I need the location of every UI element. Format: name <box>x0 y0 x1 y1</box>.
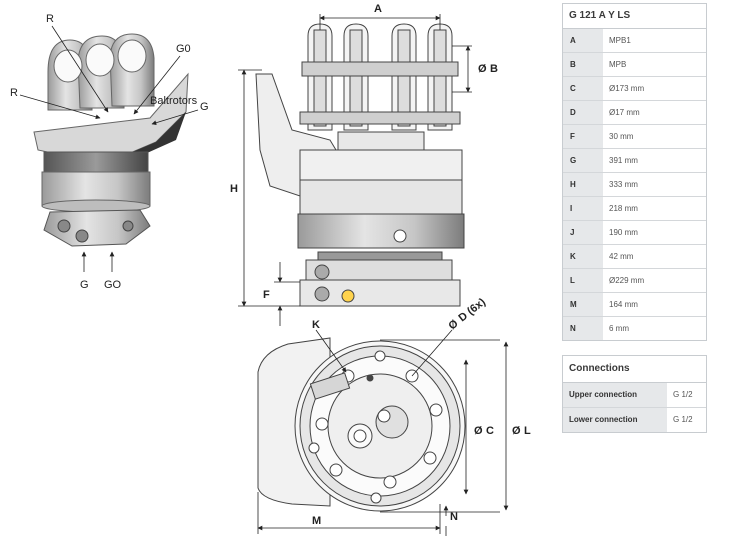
connections-title: Connections <box>563 356 706 383</box>
dim-label-m: M <box>312 515 321 527</box>
dim-label-b: B <box>490 63 498 75</box>
dim-symbol-c: Ø <box>474 425 483 437</box>
spec-key: A <box>563 29 603 52</box>
spec-table: G 121 A Y LS A MPB1 B MPB C Ø173 mm D Ø17 mm… <box>562 3 707 341</box>
spec-value: 218 mm <box>609 204 638 213</box>
spec-row: H 333 mm <box>563 173 706 197</box>
dim-label-n: N <box>450 511 458 523</box>
spec-row: G 391 mm <box>563 149 706 173</box>
connection-key: Upper connection <box>563 383 667 407</box>
spec-value: 42 mm <box>609 252 634 261</box>
spec-value: 30 mm <box>609 132 634 141</box>
bottom-view <box>257 337 466 512</box>
dim-label-d: D (6x) <box>456 296 488 324</box>
iso-base <box>43 209 151 247</box>
iso-label-g0: G0 <box>176 43 191 55</box>
iso-label-r-left: R <box>10 87 18 99</box>
connection-value: G 1/2 <box>673 415 693 424</box>
dim-symbol-d: Ø <box>446 317 460 332</box>
dim-symbol-b: Ø <box>478 63 487 75</box>
spec-key: N <box>563 317 603 340</box>
dim-label-f: F <box>263 289 270 301</box>
side-view <box>255 23 465 307</box>
spec-row: A MPB1 <box>563 29 706 53</box>
connections-row: Upper connection G 1/2 <box>563 383 706 408</box>
spec-row: L Ø229 mm <box>563 269 706 293</box>
isometric-view: Baltrotors R G0 R G G GO <box>10 13 209 291</box>
dim-label-k: K <box>312 319 320 331</box>
spec-value: 164 mm <box>609 300 638 309</box>
spec-key: L <box>563 269 603 292</box>
spec-value: MPB1 <box>609 36 631 45</box>
spec-value: 6 mm <box>609 324 629 333</box>
connections-table: Connections Upper connection G 1/2 Lower … <box>562 355 707 433</box>
spec-value: Ø229 mm <box>609 276 645 285</box>
spec-value: 190 mm <box>609 228 638 237</box>
connection-value: G 1/2 <box>673 390 693 399</box>
spec-row: I 218 mm <box>563 197 706 221</box>
spec-row: M 164 mm <box>563 293 706 317</box>
side-dimensions <box>238 14 472 326</box>
iso-clevis <box>47 33 155 111</box>
spec-key: M <box>563 293 603 316</box>
iso-label-g-right: G <box>200 101 209 113</box>
dim-label-l: L <box>524 425 531 437</box>
spec-row: B MPB <box>563 53 706 77</box>
spec-key: I <box>563 197 603 220</box>
spec-row: K 42 mm <box>563 245 706 269</box>
spec-key: H <box>563 173 603 196</box>
spec-key: K <box>563 245 603 268</box>
spec-row: J 190 mm <box>563 221 706 245</box>
spec-value: 391 mm <box>609 156 638 165</box>
spec-value: Ø173 mm <box>609 84 645 93</box>
spec-row: D Ø17 mm <box>563 101 706 125</box>
spec-key: F <box>563 125 603 148</box>
iso-brand: Baltrotors <box>150 95 198 107</box>
spec-key: B <box>563 53 603 76</box>
iso-label-r-top: R <box>46 13 54 25</box>
spec-row: F 30 mm <box>563 125 706 149</box>
spec-table-title: G 121 A Y LS <box>563 4 706 29</box>
technical-drawing: Baltrotors R G0 R G G GO <box>10 3 531 536</box>
spec-row: C Ø173 mm <box>563 77 706 101</box>
dim-label-a: A <box>374 3 382 15</box>
iso-label-go-bottom: GO <box>104 279 122 291</box>
dim-label-c: C <box>486 425 494 437</box>
spec-key: D <box>563 101 603 124</box>
dim-symbol-l: Ø <box>512 425 521 437</box>
iso-body <box>43 151 149 175</box>
connections-row: Lower connection G 1/2 <box>563 408 706 432</box>
dim-label-h: H <box>230 183 238 195</box>
spec-value: 333 mm <box>609 180 638 189</box>
spec-key: G <box>563 149 603 172</box>
bottom-dimensions <box>257 329 509 536</box>
iso-label-g-bottom: G <box>80 279 89 291</box>
spec-value: Ø17 mm <box>609 108 640 117</box>
spec-key: J <box>563 221 603 244</box>
spec-row: N 6 mm <box>563 317 706 340</box>
spec-key: C <box>563 77 603 100</box>
spec-value: MPB <box>609 60 627 69</box>
connection-key: Lower connection <box>563 408 667 432</box>
